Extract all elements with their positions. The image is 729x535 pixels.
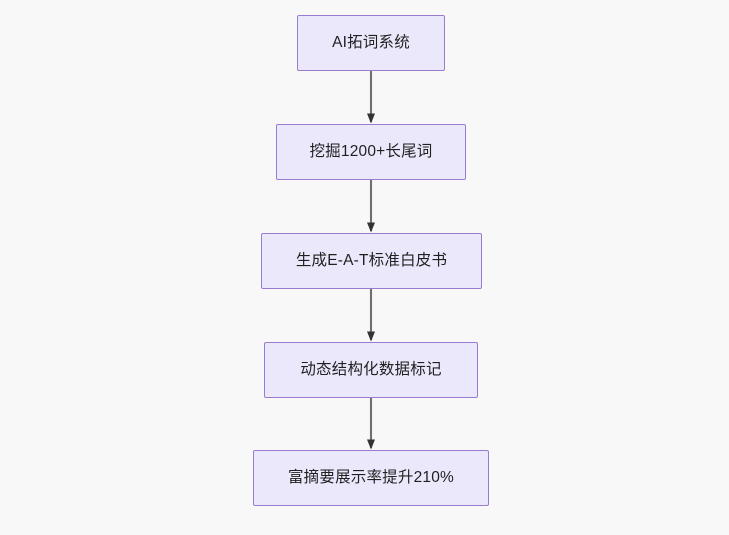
flow-node-rich-snippet-impression-lift[interactable]: 富摘要展示率提升210% (253, 450, 489, 506)
flow-node-generate-eat-whitepaper[interactable]: 生成E-A-T标准白皮书 (261, 233, 482, 289)
flow-node-ai-keyword-system[interactable]: AI拓词系统 (297, 15, 445, 71)
flow-node-mine-longtail-keywords[interactable]: 挖掘1200+长尾词 (276, 124, 466, 180)
flow-node-label: AI拓词系统 (332, 33, 410, 51)
flow-node-label: 富摘要展示率提升210% (287, 468, 455, 486)
flow-node-label: 生成E-A-T标准白皮书 (295, 251, 448, 269)
flow-node-label: 动态结构化数据标记 (300, 360, 442, 378)
flow-node-label: 挖掘1200+长尾词 (309, 142, 433, 160)
flow-node-dynamic-structured-data-markup[interactable]: 动态结构化数据标记 (264, 342, 478, 398)
